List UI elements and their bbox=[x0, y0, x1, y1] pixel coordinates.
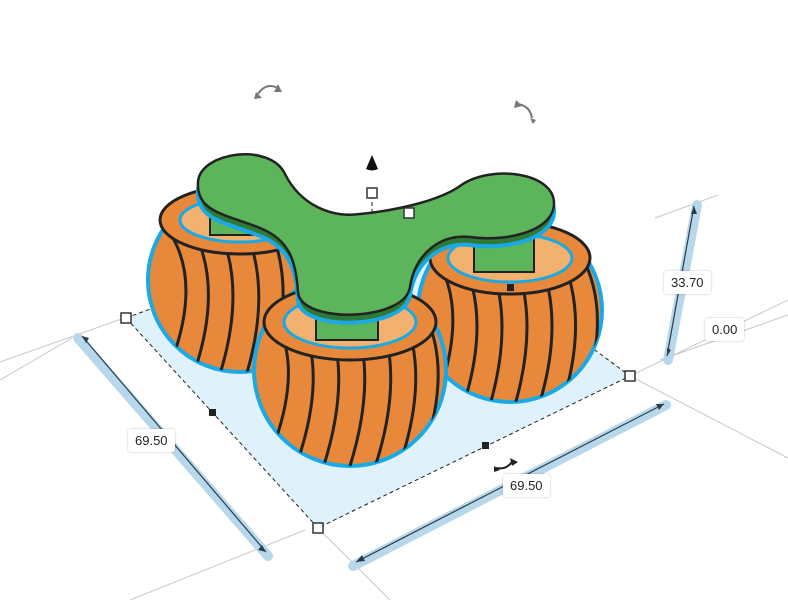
rotate-arrow-icon-right[interactable] bbox=[514, 100, 536, 124]
height-handle[interactable] bbox=[366, 187, 378, 199]
depth-dimension-label[interactable]: 69.50 bbox=[128, 429, 175, 452]
corner-handle-back[interactable] bbox=[403, 207, 415, 219]
edge-handle-back[interactable] bbox=[507, 284, 514, 291]
elevation-dimension-label[interactable]: 0.00 bbox=[705, 318, 745, 341]
corner-handle-left[interactable] bbox=[120, 312, 132, 324]
resize-handles bbox=[120, 187, 636, 534]
height-dimension-label[interactable]: 33.70 bbox=[664, 271, 711, 294]
spinner-body[interactable] bbox=[195, 153, 557, 325]
edge-handle-left[interactable] bbox=[209, 409, 216, 416]
width-dimension-label[interactable]: 69.50 bbox=[503, 474, 550, 497]
corner-handle-right[interactable] bbox=[624, 370, 636, 382]
lift-cone-icon[interactable] bbox=[366, 155, 378, 171]
corner-handle-front[interactable] bbox=[312, 522, 324, 534]
edge-handle-front[interactable] bbox=[482, 442, 489, 449]
rotate-arrow-icon-bottom[interactable] bbox=[494, 458, 518, 472]
rotate-arrow-icon[interactable] bbox=[254, 84, 282, 99]
